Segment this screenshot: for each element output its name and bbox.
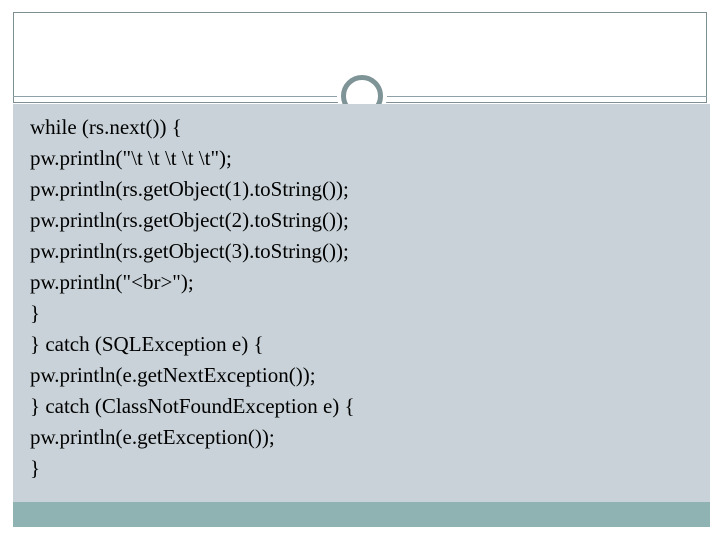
slide-content-panel xyxy=(13,104,710,502)
page-title xyxy=(40,26,660,84)
code-line: pw.println(rs.getObject(2).toString()); xyxy=(30,208,349,232)
code-line: while (rs.next()) { xyxy=(30,115,182,139)
code-line: pw.println(e.getNextException()); xyxy=(30,363,316,387)
code-block: while (rs.next()) { pw.println("\t \t \t … xyxy=(30,112,690,484)
code-line: pw.println(e.getException()); xyxy=(30,425,275,449)
code-line: pw.println("\t \t \t \t \t"); xyxy=(30,146,232,170)
code-line: pw.println(rs.getObject(3).toString()); xyxy=(30,239,349,263)
code-line: } xyxy=(30,456,41,480)
code-line: pw.println(rs.getObject(1).toString()); xyxy=(30,177,349,201)
code-line: } xyxy=(30,301,41,325)
code-line: } catch (ClassNotFoundException e) { xyxy=(30,394,355,418)
footer-accent-band xyxy=(13,502,710,527)
code-line: } catch (SQLException e) { xyxy=(30,332,264,356)
code-line: pw.println("<br>"); xyxy=(30,270,194,294)
